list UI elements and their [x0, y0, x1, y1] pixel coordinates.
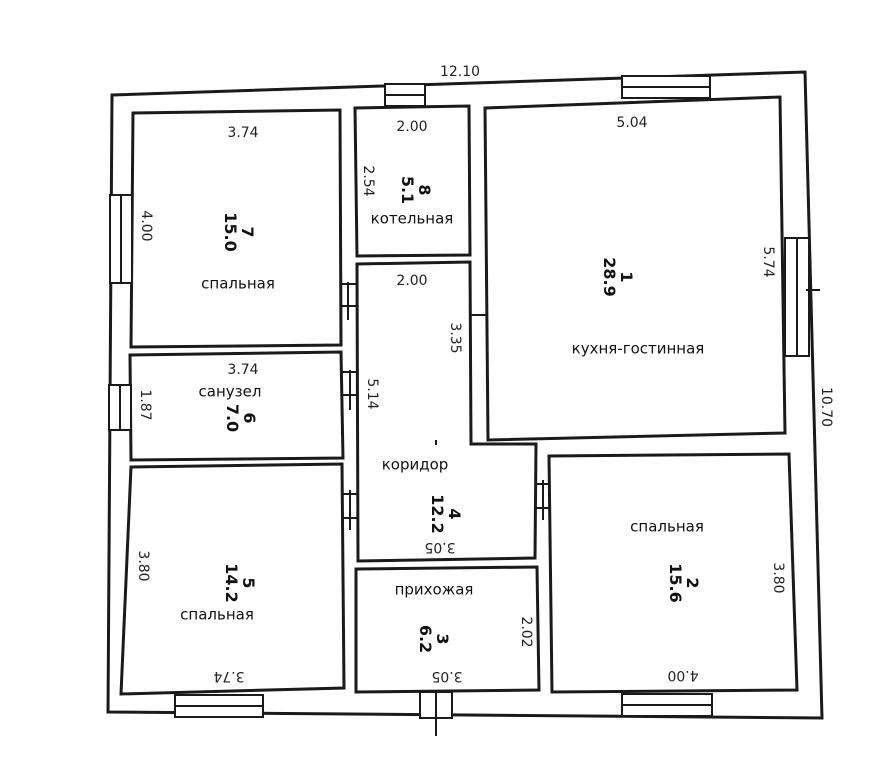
- room-4-jog-label: 3.35: [447, 322, 463, 354]
- room-3-height-label: 2.02: [518, 616, 534, 648]
- room-7-width-label: 3.74: [227, 125, 259, 141]
- window-bottom-right: [621, 693, 713, 717]
- room-5-height-label: 3.80: [135, 550, 151, 582]
- overall-height-label: 10.70: [818, 386, 834, 428]
- window-bottom-left: [174, 694, 264, 718]
- room-4-width-top-label: 2.00: [396, 273, 428, 289]
- room-4-name: коридор: [381, 455, 449, 474]
- room-8-name: котельная: [370, 209, 454, 228]
- room-8-width-label: 2.00: [396, 119, 428, 135]
- window-top-right: [621, 75, 711, 99]
- room-6-height-label: 1.87: [137, 389, 153, 421]
- overall-width-label: 12.10: [439, 64, 481, 80]
- room-2-name: спальная: [630, 517, 704, 536]
- room-1-outline: [483, 95, 787, 442]
- room-3-outline: [354, 565, 541, 694]
- door-marks: [340, 282, 820, 736]
- window-left-1: [109, 194, 133, 284]
- room-1-name: кухня-гостинная: [571, 339, 705, 358]
- room-2-outline: [547, 452, 799, 694]
- room-1-height-label: 5.74: [760, 246, 776, 278]
- outer-wall-outline: [106, 70, 824, 720]
- room-5-width-label: 3.74: [213, 668, 245, 684]
- room-4-outline: [355, 260, 538, 563]
- room-3-name: прихожая: [394, 580, 474, 599]
- room-8-outline: [353, 104, 472, 258]
- room-7-height-label: 4.00: [138, 210, 154, 242]
- room-3-width-label: 3.05: [431, 668, 463, 684]
- window-top: [384, 83, 426, 107]
- room-4-width-bottom-label: 3.05: [424, 539, 456, 555]
- room-1-width-label: 5.04: [616, 115, 648, 131]
- room-2-height-label: 3.80: [770, 562, 786, 594]
- window-left-2: [108, 384, 132, 431]
- room-6-width-label: 3.74: [227, 362, 259, 378]
- room-6-name: санузел: [198, 382, 262, 401]
- room-5-outline: [119, 462, 346, 696]
- room-5-name: спальная: [180, 605, 254, 624]
- room-7-name: спальная: [201, 274, 275, 293]
- window-right: [784, 237, 810, 357]
- room-4-height-label: 5.14: [364, 378, 380, 410]
- room-2-width-label: 4.00: [667, 667, 699, 683]
- room-8-height-label: 2.54: [360, 165, 376, 197]
